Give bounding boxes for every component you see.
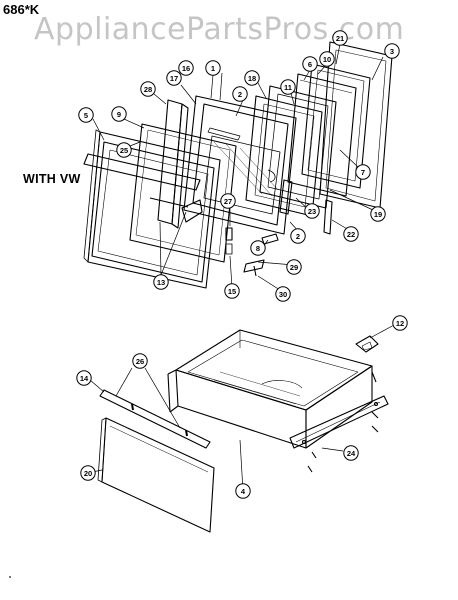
- drawer-glide: [355, 335, 379, 353]
- callout-label: 20: [84, 469, 92, 478]
- callout-label: 10: [323, 55, 331, 64]
- callout-label: 12: [396, 319, 404, 328]
- callout-16: 16: [178, 60, 194, 76]
- callout-label: 5: [84, 111, 88, 120]
- callout-24: 24: [343, 445, 359, 461]
- callout-7: 7: [355, 164, 371, 180]
- callout-label: 9: [117, 110, 121, 119]
- drawer-slide-rail: [289, 395, 389, 449]
- inner-door-liner: [183, 95, 297, 235]
- callout-21: 21: [332, 30, 348, 46]
- drawer-box: [167, 329, 373, 449]
- callout-5: 5: [78, 107, 94, 123]
- callout-label: 17: [170, 74, 178, 83]
- callout-3: 3: [384, 43, 400, 59]
- callout-label: 23: [308, 207, 316, 216]
- footer-mark: [9, 576, 11, 578]
- callout-label: 8: [256, 244, 260, 253]
- door-small-parts: [225, 179, 333, 277]
- callout-17: 17: [166, 70, 182, 86]
- callout-label: 11: [284, 83, 292, 92]
- callout-label: 3: [390, 47, 394, 56]
- drawer-screws: [307, 371, 379, 473]
- drawer-front-panel: [97, 417, 215, 533]
- door-leader-lines: [92, 43, 384, 293]
- callout-label: 27: [224, 197, 232, 206]
- callout-label: 30: [279, 290, 287, 299]
- callout-4: 4: [235, 483, 251, 499]
- drawer-leader-lines: [89, 324, 395, 492]
- callout-10: 10: [319, 51, 335, 67]
- callout-label: 1: [211, 64, 215, 73]
- callout-26: 26: [132, 353, 148, 369]
- model-code: 686*K: [3, 2, 40, 17]
- door-insulation-panel: [129, 123, 237, 263]
- callout-6: 6: [302, 56, 318, 72]
- callout-25: 25: [116, 142, 132, 158]
- door-variant-label: WITH VW: [23, 172, 81, 186]
- callout-29: 29: [286, 259, 302, 275]
- callout-28: 28: [140, 81, 156, 97]
- outer-door-panel: [83, 129, 221, 289]
- callout-11: 11: [280, 79, 296, 95]
- callout-30: 30: [275, 286, 291, 302]
- callout-label: 29: [290, 263, 298, 272]
- door-back-panel: [319, 41, 393, 209]
- callout-label: 21: [336, 34, 344, 43]
- callout-14: 14: [76, 370, 92, 386]
- callout-27: 27: [220, 193, 236, 209]
- callout-1: 1: [205, 60, 221, 76]
- callout-12: 12: [392, 315, 408, 331]
- callout-label: 24: [347, 449, 356, 458]
- callout-label: 19: [374, 210, 382, 219]
- callout-label: 14: [80, 374, 89, 383]
- callout-label: 7: [361, 168, 365, 177]
- callout-label: 26: [136, 357, 144, 366]
- callout-9: 9: [111, 106, 127, 122]
- callout-19: 19: [370, 206, 386, 222]
- callout-label: 28: [144, 85, 152, 94]
- callout-label: 16: [182, 64, 190, 73]
- callout-label: 15: [228, 287, 236, 296]
- rear-glass-pack: [287, 63, 371, 197]
- callout-label: 13: [157, 278, 165, 287]
- callout-8: 8: [250, 240, 266, 256]
- callout-23: 23: [304, 203, 320, 219]
- callout-label: 2: [238, 90, 242, 99]
- callout-label: 22: [347, 230, 355, 239]
- door-insulation-strip: [157, 99, 189, 229]
- callout-label: 2: [296, 232, 300, 241]
- callout-label: 25: [120, 146, 128, 155]
- callout-2: 2: [290, 228, 306, 244]
- drawer-front-bracket: [99, 389, 211, 449]
- callout-18: 18: [244, 70, 260, 86]
- callout-label: 4: [241, 487, 246, 496]
- callout-20: 20: [80, 465, 96, 481]
- door-handle: [83, 153, 203, 223]
- callout-22: 22: [343, 226, 359, 242]
- callout-13: 13: [153, 274, 169, 290]
- callout-2: 2: [232, 86, 248, 102]
- callout-label: 6: [308, 60, 312, 69]
- callout-15: 15: [224, 283, 240, 299]
- callout-label: 18: [248, 74, 256, 83]
